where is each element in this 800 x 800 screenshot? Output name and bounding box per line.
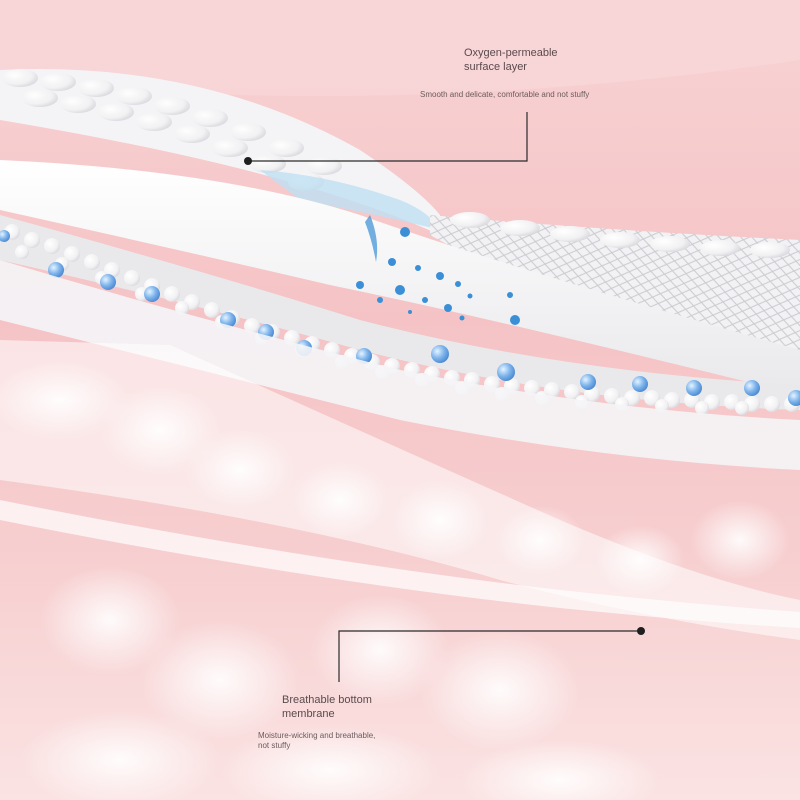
leader-lines [248, 112, 641, 682]
bottom-membrane-description: Moisture-wicking and breathable, not stu… [258, 731, 376, 750]
lower-sheet [0, 260, 800, 470]
bottom-leader-dot-icon [637, 627, 645, 635]
bottom-membrane-callout: Breathable bottom membrane Moisture-wick… [258, 693, 442, 750]
steam-clouds [0, 360, 790, 800]
surface-layer [0, 69, 440, 235]
bottom-membrane-title: Breathable bottom membrane [282, 694, 372, 720]
surface-layer-description: Smooth and delicate, comfortable and not… [420, 90, 590, 99]
water-splash [356, 215, 520, 325]
middle-sheet [0, 160, 800, 395]
surface-layer-callout: Oxygen-permeable surface layer Smooth an… [420, 46, 624, 99]
haze-band-top [0, 0, 800, 96]
surface-leader-line [248, 112, 528, 162]
surface-leader-dot-icon [244, 157, 252, 165]
surface-layer-title: Oxygen-permeable surface layer [464, 47, 558, 73]
bottom-leader-line [338, 630, 641, 682]
